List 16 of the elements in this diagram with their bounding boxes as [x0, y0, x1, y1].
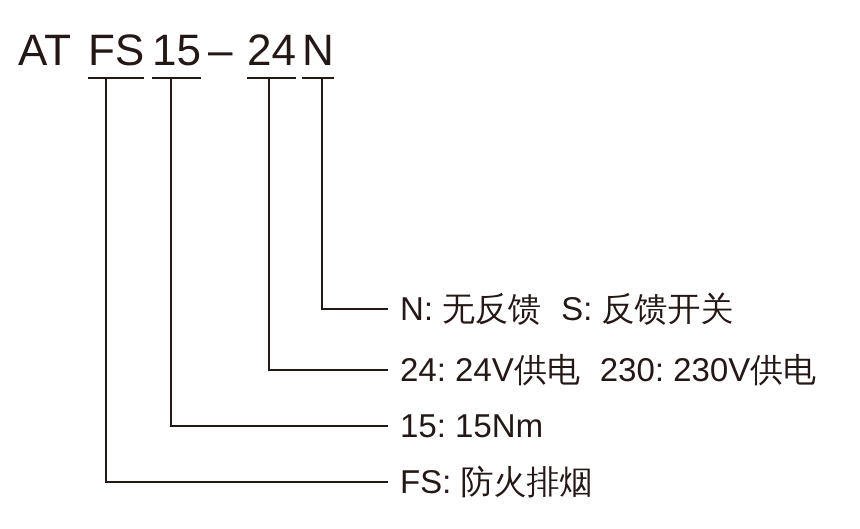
option-text: 15: 15Nm [400, 407, 544, 445]
option-text: N: 无反馈 [400, 290, 542, 328]
option-text: 230: 230V供电 [600, 351, 816, 389]
code-segment: N [302, 29, 334, 79]
code-segment: FS [88, 29, 144, 79]
option-text: FS: 防火排烟 [400, 463, 593, 501]
code-segment: 15 [152, 29, 201, 79]
leader-line [170, 79, 388, 427]
leader-line [321, 79, 388, 310]
option-text: 24: 24V供电 [400, 351, 580, 389]
leader-line [268, 79, 388, 371]
dash: – [208, 29, 232, 73]
code-text: AT [18, 29, 71, 73]
code-segment: 24 [247, 29, 296, 79]
option-text: S: 反馈开关 [561, 290, 734, 328]
leader-line [105, 79, 388, 483]
